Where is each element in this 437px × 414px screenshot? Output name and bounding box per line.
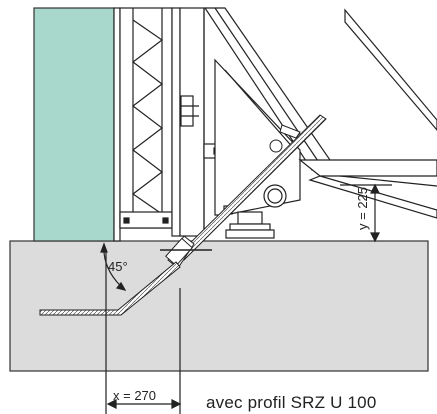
embedded-anchor [39,261,181,316]
caption: avec profil SRZ U 100 [206,393,377,412]
x-dimension [105,250,182,414]
y-dimension [340,183,392,243]
formwork-panel [113,7,221,242]
concrete-slab [9,240,429,372]
y-dimension-label: y = 225 [355,186,370,230]
x-dimension-label: x = 270 [113,388,157,403]
diagonal-tie-rod [165,114,327,269]
push-pull-brace [203,7,437,239]
concrete-wall [33,7,115,242]
angle-label: 45° [108,259,128,274]
